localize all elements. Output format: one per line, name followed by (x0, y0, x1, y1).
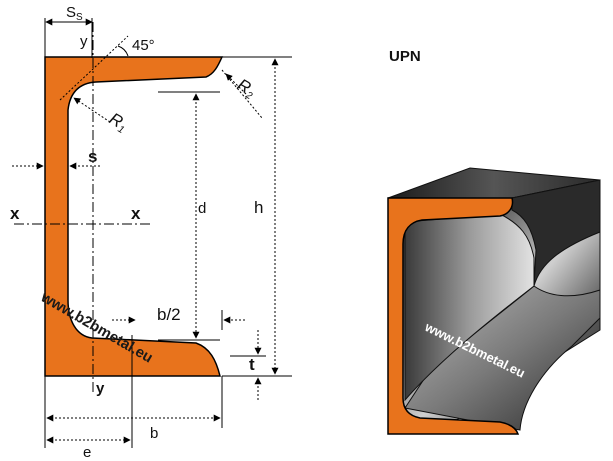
label-s: s (88, 147, 97, 166)
label-y-top: y (80, 33, 88, 50)
slope-45-line (59, 35, 129, 101)
r2-line (221, 69, 263, 119)
label-ss: SS (66, 4, 83, 23)
label-e: e (83, 444, 91, 461)
3d-inner-web (404, 213, 535, 402)
label-x-left: x (10, 204, 20, 223)
3d-inner-upper (511, 179, 601, 287)
label-h: h (254, 198, 263, 217)
label-x-right: x (131, 204, 141, 223)
upn-3d-render (387, 167, 601, 435)
channel-profile (44, 56, 224, 377)
r2-arrow (225, 73, 247, 95)
label-d: d (198, 200, 206, 217)
extension-lines (44, 18, 292, 448)
axis-lines (14, 22, 263, 395)
label-r1: R1 (105, 109, 131, 136)
label-b: b (150, 425, 158, 442)
cross-section (44, 56, 224, 377)
3d-end-section (387, 197, 520, 435)
dimension-lines (12, 18, 279, 444)
label-r2: R2 (233, 75, 259, 102)
r1-arrow (73, 97, 111, 123)
label-y-bottom: y (96, 380, 105, 397)
dimension-labels: SS y 45° R2 R1 s x x d h b/2 t y b e (10, 4, 263, 461)
label-b-half: b/2 (157, 305, 181, 324)
page-title: UPN (389, 48, 421, 65)
angle-arc (117, 45, 129, 57)
label-t: t (249, 355, 255, 374)
label-angle: 45° (132, 37, 155, 54)
